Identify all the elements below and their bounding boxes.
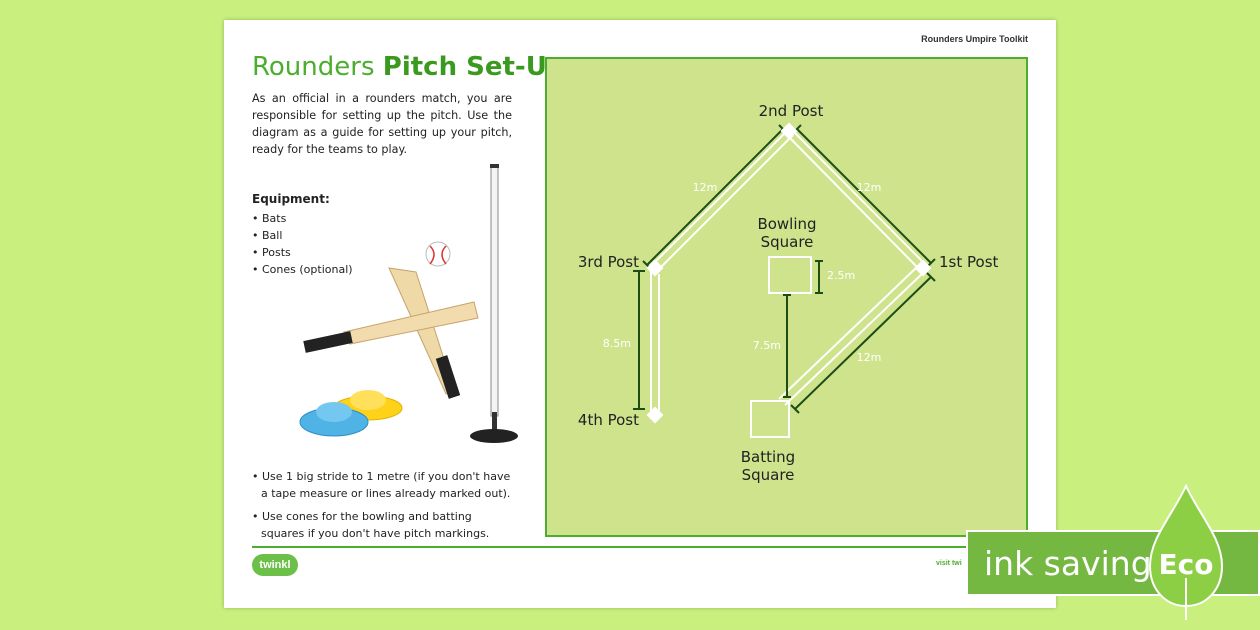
ink-saving-label: ink saving [984,544,1152,583]
measure-bottom-right: 12m [857,351,882,364]
post-marker [780,122,798,140]
title-light: Rounders [252,52,375,82]
equipment-item: Cones (optional) [252,261,353,278]
batting-label-line: Batting [741,448,795,466]
equipment-illustration [299,164,518,443]
tip-item: Use 1 big stride to 1 metre (if you don'… [252,468,512,502]
cone-icon [299,402,369,437]
batting-square [750,400,790,438]
equipment-list: Bats Ball Posts Cones (optional) [252,210,353,278]
post-label-second: 2nd Post [759,102,824,120]
post-label-first: 1st Post [939,253,999,271]
equipment-heading: Equipment: [252,192,330,206]
equipment-item: Posts [252,244,353,261]
footer-divider [252,546,1028,548]
pitch-diagram: 2nd Post 3rd Post 1st Post 4th Post Bowl… [545,57,1028,537]
twinkl-logo: twinkl [252,554,298,576]
equipment-item: Bats [252,210,353,227]
post-icon [470,164,518,443]
visit-link[interactable]: visit twi [936,560,962,567]
page-title: Rounders Pitch Set-Up [252,52,565,82]
dimension-lines [633,124,936,414]
measure-bowling-size: 2.5m [827,269,855,282]
bat-icon [388,267,461,399]
tips-list: Use 1 big stride to 1 metre (if you don'… [252,468,512,548]
post-label-fourth: 4th Post [578,411,639,429]
worksheet-page: Rounders Umpire Toolkit Rounders Pitch S… [224,20,1056,608]
measure-left: 8.5m [603,337,631,350]
bowling-label-line: Bowling [757,215,816,233]
post-marker [914,259,932,277]
equipment-item: Ball [252,227,353,244]
bat-icon [303,301,479,353]
tip-item: Use cones for the bowling and batting sq… [252,508,512,542]
eco-drop-icon: Eco [1148,483,1224,620]
post-marker [646,259,664,277]
measure-bowling-to-batting: 7.5m [753,339,781,352]
eco-label: Eco [1159,548,1214,581]
post-label-third: 3rd Post [578,253,639,271]
bowling-label-line: Square [761,233,814,251]
batting-label-line: Square [742,466,795,484]
toolkit-tag: Rounders Umpire Toolkit [921,34,1028,44]
measure-top-left: 12m [693,181,718,194]
title-bold: Pitch Set-Up [382,52,566,82]
measure-top-right: 12m [857,181,882,194]
ball-icon [425,241,451,267]
post-markers [646,122,932,424]
intro-paragraph: As an official in a rounders match, you … [252,92,512,156]
bowling-square [768,256,812,294]
post-marker [646,406,664,424]
track-lines [650,128,926,411]
